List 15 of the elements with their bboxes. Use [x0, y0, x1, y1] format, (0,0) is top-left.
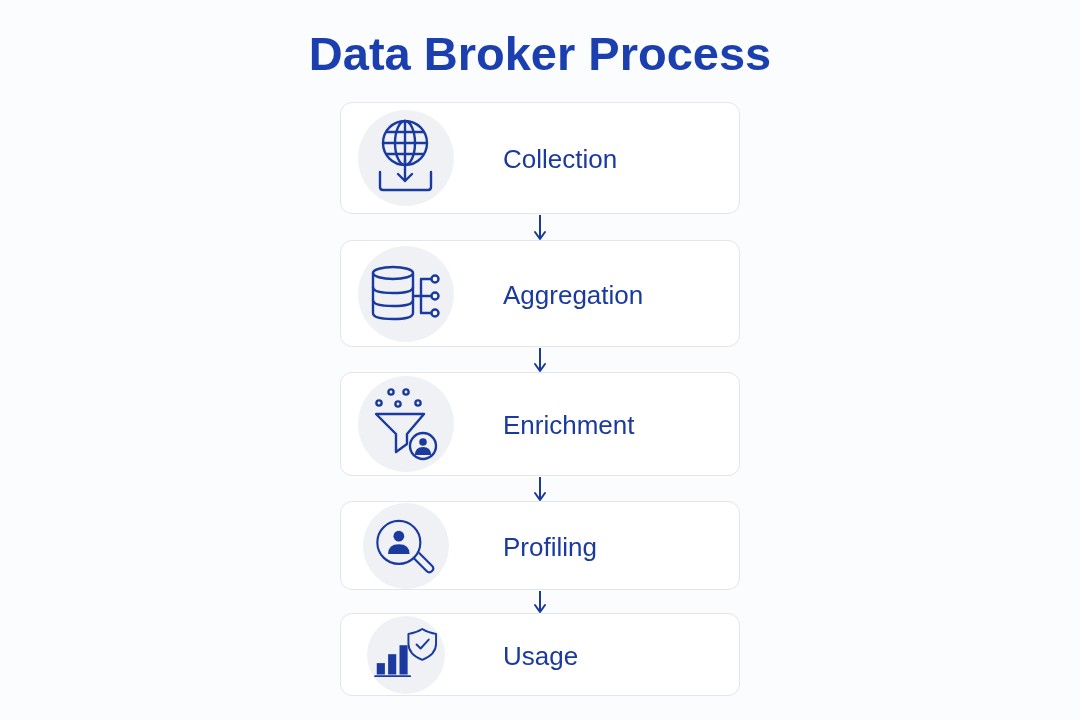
process-box	[340, 613, 740, 696]
process-box	[340, 501, 740, 590]
step-label: Enrichment	[503, 409, 635, 441]
step-label: Aggregation	[503, 278, 644, 311]
process-box	[340, 372, 740, 476]
arrow	[534, 347, 546, 372]
process-box	[340, 240, 740, 347]
step-label: Collection	[503, 143, 618, 175]
arrow	[534, 476, 546, 501]
diagram-title: Data Broker Process	[308, 26, 772, 82]
arrow	[534, 214, 546, 240]
arrow	[534, 590, 546, 613]
process-box	[340, 102, 740, 214]
step-label: Profiling	[503, 530, 597, 563]
step-label: Usage	[503, 639, 579, 672]
